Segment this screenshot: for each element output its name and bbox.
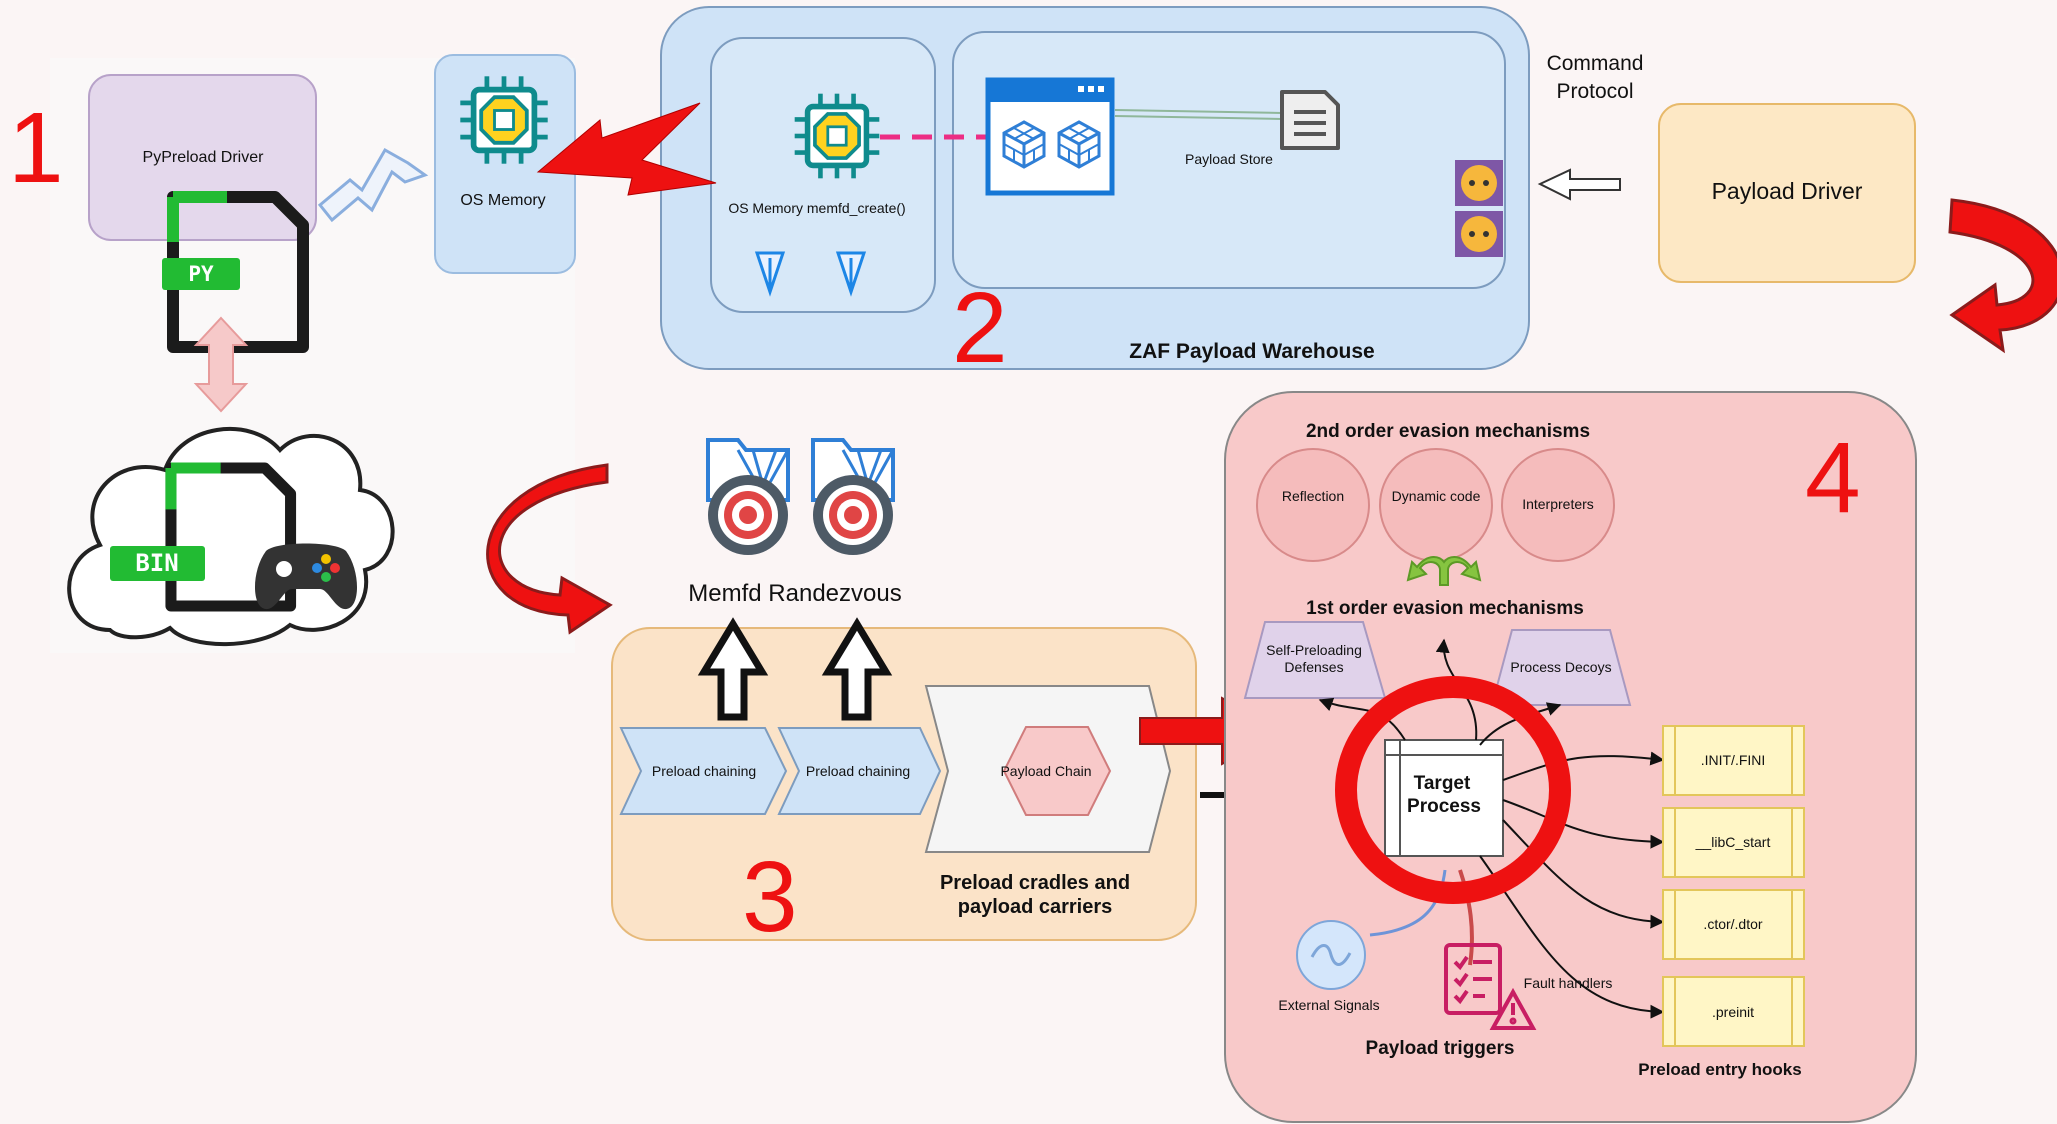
- memfd-box: [710, 37, 936, 313]
- split-arrow-icon: [1406, 556, 1482, 586]
- bin-badge: [110, 546, 205, 581]
- cpu-chip-icon: [460, 76, 547, 163]
- hook-boxes: [1662, 725, 1805, 1047]
- document-icon: [1280, 90, 1340, 150]
- command-arrow-icon: [1537, 168, 1621, 201]
- store-link-line: [1114, 109, 1283, 120]
- section-number-3: 3: [742, 841, 798, 953]
- hook-label-libc-start: __libC_start: [1695, 834, 1771, 850]
- warehouse-title: ZAF Payload Warehouse: [1129, 340, 1375, 363]
- preload-chaining-label-2: Preload chaining: [805, 763, 911, 779]
- updown-arrow-icon: [193, 316, 249, 413]
- process-decoys-trapezoid: [1490, 629, 1632, 706]
- interpreters-label: Interpreters: [1522, 496, 1594, 512]
- folder-target-icon-1: [706, 438, 790, 555]
- py-badge: [162, 258, 240, 290]
- reflection-circle: [1256, 448, 1370, 562]
- target-process-label-2: Process: [1407, 796, 1481, 817]
- curved-arrow-right-icon: [1948, 198, 2057, 354]
- section-number-1: 1: [8, 92, 64, 204]
- cloud-icon: [67, 427, 395, 647]
- section-number-4: 4: [1805, 422, 1861, 534]
- payload-chain-label: Payload Chain: [1000, 763, 1092, 779]
- browser-cubes-icon: [985, 77, 1115, 196]
- self-preloading-label: Self-Preloading Defenses: [1266, 642, 1362, 675]
- cradles-caption-line-1: Preload cradles and: [939, 872, 1131, 894]
- curved-arrow-left-icon: [486, 463, 613, 635]
- dynamic-code-label: Dynamic code: [1391, 488, 1481, 504]
- os-memory-label: OS Memory: [460, 192, 546, 209]
- target-process-label-1: Target: [1413, 773, 1471, 794]
- payload-driver-label: Payload Driver: [1711, 178, 1863, 204]
- fault-handlers-label: Fault handlers: [1523, 975, 1613, 991]
- reflection-label: Reflection: [1281, 488, 1345, 504]
- second-order-title: 2nd order evasion mechanisms: [1305, 421, 1591, 442]
- up-arrow-icon-2: [821, 617, 893, 721]
- interpreters-circle: [1501, 448, 1615, 562]
- memfd-randezvous-label: Memfd Randezvous: [688, 580, 902, 607]
- hook-label-init-fini: .INIT/.FINI: [1700, 752, 1766, 768]
- target-process-box: [1384, 739, 1504, 857]
- folder-target-icon-2: [811, 438, 895, 555]
- preload-chaining-label-1: Preload chaining: [651, 763, 757, 779]
- first-order-title: 1st order evasion mechanisms: [1306, 598, 1584, 619]
- hook-label-preinit: .preinit: [1711, 1004, 1755, 1020]
- plane-icon-1: [754, 251, 786, 297]
- lightning-bolt-icon: [536, 102, 717, 196]
- payload-driver-box: [1658, 103, 1916, 283]
- plane-icon-2: [835, 251, 867, 297]
- preload-chain-shape-1: [619, 727, 788, 815]
- py-badge-label: PY: [188, 262, 214, 286]
- bin-badge-label: BIN: [135, 549, 179, 577]
- payload-store-label: Payload Store: [1185, 151, 1273, 167]
- pypreload-driver-label: PyPreload Driver: [142, 149, 264, 166]
- section-number-2: 2: [952, 272, 1008, 384]
- hooks-caption: Preload entry hooks: [1638, 1060, 1802, 1079]
- process-decoys-label: Process Decoys: [1510, 659, 1612, 675]
- plug-socket-icon: [1455, 160, 1503, 257]
- checklist-warning-icon: [1444, 943, 1537, 1030]
- zigzag-arrow-icon: [317, 147, 429, 223]
- memfd-create-label: OS Memory memfd_create(): [728, 200, 906, 216]
- fault-wire: [1458, 869, 1474, 966]
- gamepad-icon: [254, 543, 358, 610]
- command-protocol-line-2: Protocol: [1556, 80, 1634, 103]
- preload-chain-shape-2: [777, 727, 942, 815]
- dynamic-code-circle: [1379, 448, 1493, 562]
- payload-triggers-label: Payload triggers: [1365, 1038, 1515, 1059]
- red-ring-highlight: [1335, 676, 1571, 904]
- external-signals-label: External Signals: [1278, 997, 1380, 1013]
- up-arrow-icon-1: [697, 617, 769, 721]
- command-protocol-line-1: Command: [1546, 52, 1644, 75]
- payload-chain-hexagon: [1002, 726, 1112, 816]
- cradles-caption-line-2: payload carriers: [957, 896, 1113, 918]
- memfd-chip-icon: [795, 94, 880, 179]
- signal-icon: [1296, 920, 1366, 990]
- hook-label-ctor-dtor: .ctor/.dtor: [1703, 916, 1763, 932]
